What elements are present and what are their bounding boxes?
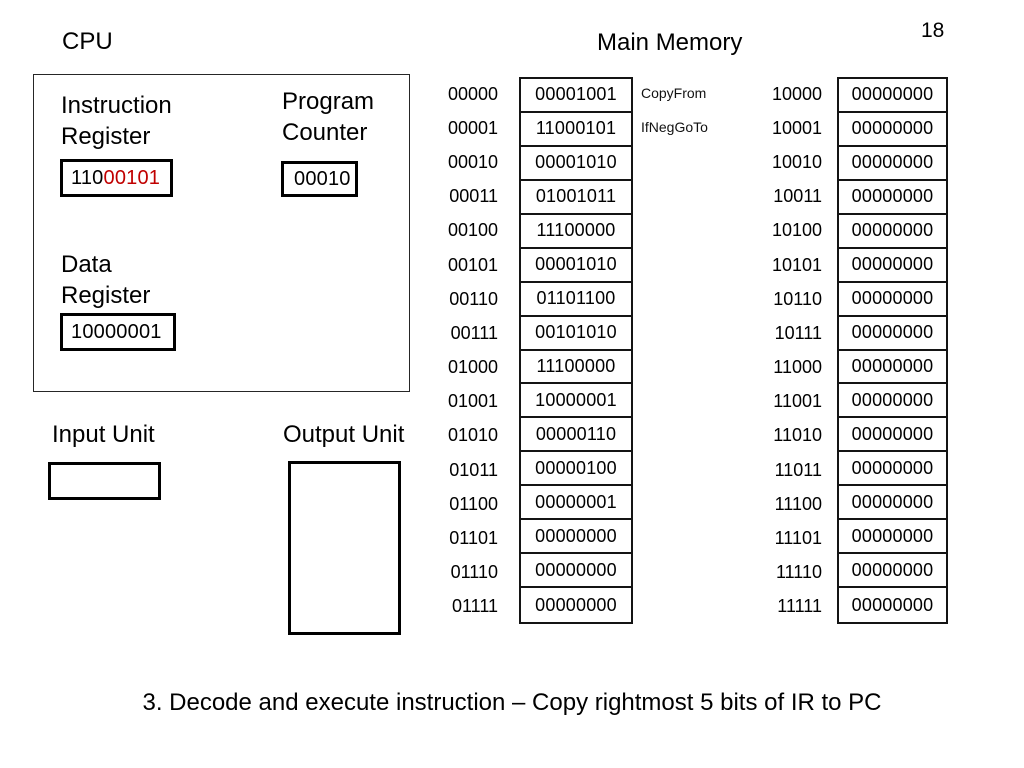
slide-caption: 3. Decode and execute instruction – Copy… [142, 689, 882, 716]
memory-address: 00001 [447, 117, 498, 138]
memory-address: 11010 [773, 425, 822, 446]
memory-cell: 00000000 [839, 317, 946, 351]
memory-cell: 00000000 [839, 215, 946, 249]
memory-address-column-left: 00000 00001 00010 00011 00100 00101 00110 00111… [430, 77, 498, 624]
memory-cell: 00000000 [839, 181, 946, 215]
pc-value: 00010 [294, 167, 351, 190]
memory-address: 10001 [771, 117, 822, 138]
memory-address: 01110 [450, 562, 498, 583]
memory-cell: 01101100 [521, 283, 631, 317]
input-unit-box [48, 462, 161, 500]
memory-address: 00000 [447, 83, 498, 104]
memory-address: 10010 [771, 151, 822, 172]
output-unit-box [288, 461, 401, 635]
memory-cell: 00000100 [521, 452, 631, 487]
memory-cell: 00000000 [535, 594, 617, 615]
memory-address: 10110 [773, 288, 822, 309]
page-number: 18 [921, 19, 945, 42]
memory-address: 01101 [449, 528, 498, 549]
memory-cell: 11100000 [521, 351, 631, 385]
memory-address: 11111 [777, 596, 822, 617]
memory-address: 11011 [774, 459, 822, 480]
data-register-label: Data Register [61, 251, 151, 309]
memory-cell: 00000000 [839, 418, 946, 453]
memory-address: 01011 [449, 459, 498, 480]
memory-cell: 00001010 [521, 147, 631, 181]
memory-address: 11110 [775, 562, 822, 583]
memory-cell: 00000000 [839, 283, 946, 317]
memory-address: 00010 [447, 151, 498, 172]
memory-cell: 10000001 [521, 384, 631, 419]
memory-cell: 00000000 [839, 147, 946, 181]
memory-address: 11000 [773, 357, 822, 378]
dr-value: 10000001 [71, 320, 162, 343]
memory-cell: 00000000 [839, 249, 946, 283]
output-unit-label: Output Unit [283, 421, 405, 448]
memory-cell: 00000000 [839, 520, 946, 555]
ir-value-opcode: 110 [71, 166, 104, 189]
memory-address: 10101 [771, 254, 822, 275]
memory-annotation-ifneggoto: IfNegGoTo [641, 119, 708, 135]
memory-cell: 00001010 [521, 249, 631, 283]
instruction-register-label: Instruction Register [61, 92, 172, 150]
memory-cell: 00000000 [839, 113, 946, 147]
input-unit-label: Input Unit [52, 421, 155, 448]
data-register-value-box: 10000001 [60, 313, 176, 351]
memory-address: 01000 [447, 357, 498, 378]
memory-address-column-right: 10000 10001 10010 10011 10100 10101 10110 10111… [754, 77, 822, 624]
memory-cell: 00000000 [839, 452, 946, 487]
memory-cell: 00000000 [521, 520, 631, 555]
memory-cell: 00000110 [521, 418, 631, 453]
memory-cell: 00101010 [521, 317, 631, 351]
memory-address: 01100 [449, 493, 498, 514]
memory-cell: 00000001 [521, 486, 631, 521]
program-counter-value-box: 00010 [281, 161, 358, 197]
memory-cell: 00000000 [839, 351, 946, 385]
main-memory-label: Main Memory [597, 29, 743, 56]
memory-address: 00100 [447, 220, 498, 241]
memory-address: 00111 [450, 322, 498, 343]
program-counter-label: Program Counter [282, 88, 375, 146]
memory-cell: 11100000 [521, 215, 631, 249]
memory-cell: 00000000 [521, 554, 631, 589]
memory-cell: 00000000 [839, 79, 946, 113]
memory-address: 01001 [447, 391, 498, 412]
memory-address: 10011 [773, 186, 822, 207]
memory-cell: 00000000 [851, 594, 934, 615]
memory-address: 00101 [447, 254, 498, 275]
memory-address: 01010 [447, 425, 498, 446]
memory-cell: 00000000 [839, 384, 946, 419]
memory-address: 10000 [771, 83, 822, 104]
memory-address: 01111 [451, 596, 498, 617]
cpu-section-label: CPU [62, 28, 113, 55]
memory-cell: 00000000 [839, 486, 946, 521]
memory-address: 11101 [774, 528, 822, 549]
memory-address: 11001 [773, 391, 822, 412]
memory-annotation-copyfrom: CopyFrom [641, 85, 707, 101]
memory-cell: 00000000 [839, 554, 946, 589]
memory-address: 10111 [774, 322, 822, 343]
memory-address: 00011 [449, 186, 498, 207]
memory-cell: 01001011 [521, 181, 631, 215]
memory-cell: 11000101 [521, 113, 631, 147]
ir-value-operand: 00101 [103, 166, 161, 189]
memory-address: 11100 [774, 493, 822, 514]
memory-address: 10100 [771, 220, 822, 241]
memory-address: 00110 [449, 288, 498, 309]
memory-cell: 00001001 [521, 79, 631, 113]
